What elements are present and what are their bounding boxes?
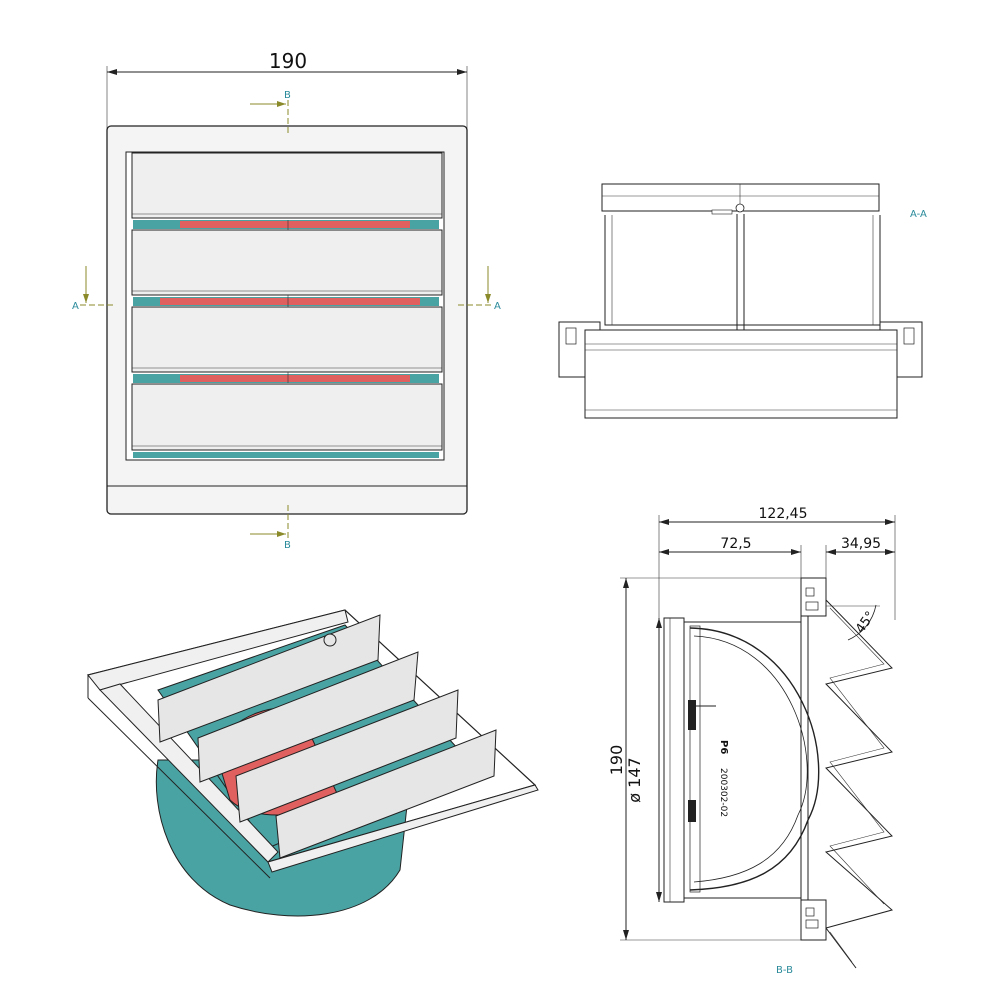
depth-total-dimension: 122,45 [759, 506, 808, 522]
cut-line-b: B B [250, 90, 291, 551]
isometric-view [86, 609, 539, 917]
height-dimension: 190 [607, 745, 626, 776]
section-b-b: B-B 122,45 72,5 34,95 190 ø 147 [607, 506, 896, 976]
cut-line-a: A A [72, 266, 501, 312]
diameter-dimension: ø 147 [625, 757, 644, 802]
front-width-dimension: 190 [269, 49, 307, 73]
louver-slats [131, 152, 443, 451]
marking-date: 200302-02 [718, 768, 728, 817]
front-view: 190 [72, 49, 501, 551]
louver-profile [824, 599, 894, 969]
section-aa-label: A-A [910, 209, 927, 220]
cut-a-left-label: A [72, 301, 79, 312]
cut-a-right-label: A [494, 301, 501, 312]
depth-louver-dimension: 34,95 [841, 536, 881, 552]
marking-p6: P6 [718, 740, 729, 754]
cut-b-bottom-label: B [284, 540, 291, 551]
cut-b-top-label: B [284, 90, 291, 101]
section-bb-label: B-B [776, 965, 793, 976]
iso-louver-slats [157, 614, 497, 859]
depth-body-dimension: 72,5 [720, 536, 751, 552]
section-a-a: A-A [558, 183, 927, 419]
